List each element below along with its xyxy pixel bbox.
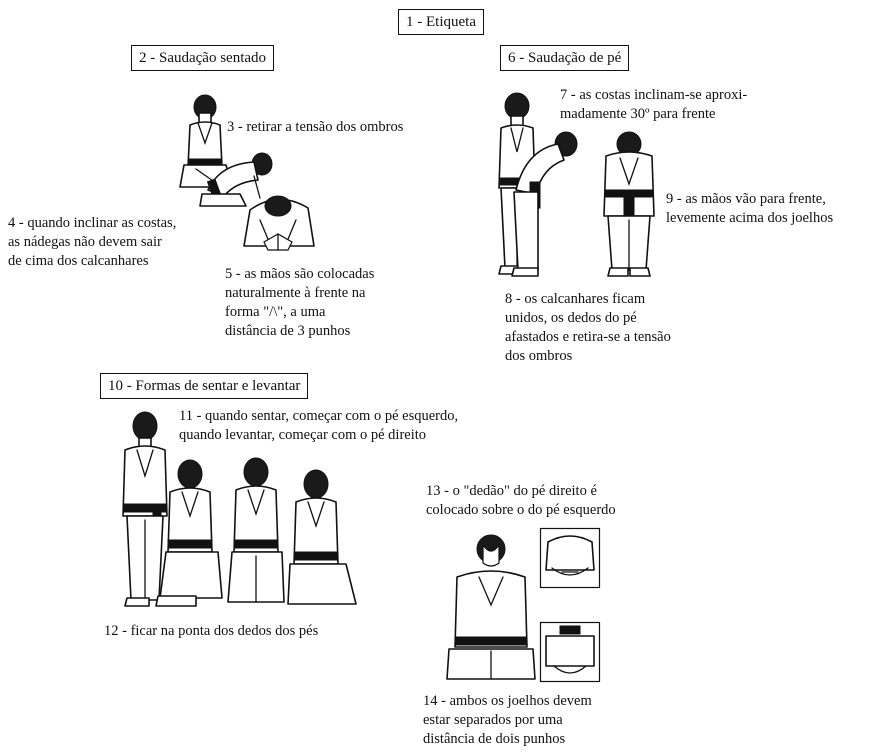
- standing-bow-side-figure: [511, 131, 578, 277]
- sequence-one-knee-figure: [155, 459, 223, 607]
- heading-saudacao-sentado: 2 - Saudação sentado: [131, 45, 275, 71]
- note-3: 3 - retirar a tensão dos ombros: [227, 119, 404, 135]
- note-13: 13 - o "dedão" do pé direito é colocado …: [426, 483, 616, 518]
- note-12: 12 - ficar na ponta dos dedos dos pés: [104, 623, 319, 639]
- standing-bow-front-figure: [603, 131, 655, 277]
- feet-detail-bottom-image: [539, 621, 601, 683]
- feet-detail-top-image: [539, 527, 601, 589]
- heading-etiqueta: 1 - Etiqueta: [398, 9, 484, 35]
- note-7: 7 - as costas inclinam-se aproxi- madame…: [560, 87, 748, 122]
- note-9: 9 - as mãos vão para frente, levemente a…: [666, 191, 834, 226]
- seiza-front-figure: [446, 534, 536, 680]
- note-4: 4 - quando inclinar as costas, as nádega…: [8, 215, 177, 269]
- sequence-seiza-figure: [287, 469, 357, 605]
- sequence-both-knees-figure: [227, 457, 285, 603]
- bowing-front-figure: [243, 195, 315, 251]
- heading-formas-sentar-levantar: 10 - Formas de sentar e levantar: [100, 373, 309, 399]
- note-8: 8 - os calcanhares ficam unidos, os dedo…: [505, 291, 671, 364]
- kneeling-bowing-figure: [199, 152, 273, 207]
- note-14: 14 - ambos os joelhos devem estar separa…: [423, 693, 592, 747]
- sequence-standing-figure: [122, 411, 168, 607]
- heading-saudacao-de-pe: 6 - Saudação de pé: [500, 45, 630, 71]
- note-5: 5 - as mãos são colocadas naturalmente à…: [225, 266, 375, 339]
- note-11: 11 - quando sentar, começar com o pé esq…: [179, 408, 459, 443]
